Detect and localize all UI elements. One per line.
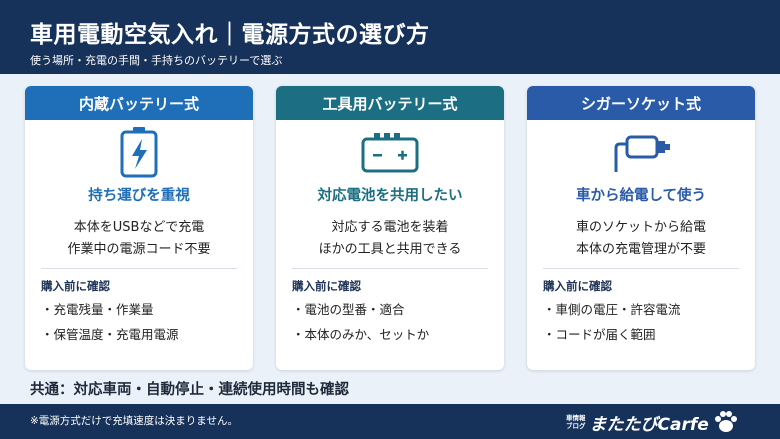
divider — [543, 268, 739, 269]
card-description: 本体をUSBなどで充電 作業中の電源コード不要 — [25, 217, 253, 261]
card-description: 対応する電池を装着 ほかの工具と共用できる — [276, 217, 504, 261]
page-title: 車用電動空気入れ｜電源方式の選び方 — [30, 22, 430, 48]
card-title: シガーソケット式 — [527, 86, 755, 120]
check-item: ・本体のみか、セットか — [292, 327, 430, 342]
logo-tagline-top: 車情報 — [566, 414, 586, 422]
check-item: ・保管温度・充電用電源 — [41, 327, 179, 342]
check-label: 購入前に確認 — [41, 279, 110, 293]
check-label: 購入前に確認 — [292, 279, 361, 293]
bottom-bar — [0, 404, 780, 439]
check-item: ・充電残量・作業量 — [41, 302, 154, 317]
check-item: ・車側の電圧・許容電流 — [543, 302, 681, 317]
check-label: 購入前に確認 — [543, 279, 612, 293]
logo-tagline: 車情報 ブログ — [566, 414, 586, 430]
card-title: 内蔵バッテリー式 — [25, 86, 253, 120]
desc-line: 本体の充電管理が不要 — [575, 242, 706, 257]
desc-line: 対応する電池を装着 — [331, 220, 449, 235]
divider — [41, 268, 237, 269]
check-item: ・電池の型番・適合 — [292, 302, 405, 317]
card-title: 工具用バッテリー式 — [276, 86, 504, 120]
logo-tagline-bottom: ブログ — [566, 422, 586, 430]
card-heading: 持ち運びを重視 — [88, 188, 190, 204]
card-builtin-battery: 内蔵バッテリー式 持ち運びを重視 本体をUSBなどで充電 作業中の電源コード不要… — [25, 86, 253, 370]
paw-icon — [714, 411, 737, 432]
card-heading: 対応電池を共用したい — [317, 188, 463, 204]
common-note: 共通：対応車両・自動停止・連続使用時間も確認 — [30, 382, 349, 398]
desc-line: 本体をUSBなどで充電 — [73, 220, 205, 235]
desc-line: 車のソケットから給電 — [575, 220, 706, 235]
site-logo: 車情報 ブログ またたびCarfe — [566, 408, 762, 436]
check-item: ・コードが届く範囲 — [543, 327, 656, 342]
header-banner: 車用電動空気入れ｜電源方式の選び方 使う場所・充電の手間・手持ちのバッテリーで選… — [0, 0, 780, 74]
card-description: 車のソケットから給電 本体の充電管理が不要 — [527, 217, 755, 261]
desc-line: ほかの工具と共用できる — [318, 242, 462, 257]
disclaimer: ※電源方式だけで充填速度は決まりません。 — [30, 415, 238, 427]
desc-line: 作業中の電源コード不要 — [67, 242, 211, 257]
cigarette-plug-icon — [527, 126, 755, 178]
page-subtitle: 使う場所・充電の手間・手持ちのバッテリーで選ぶ — [30, 54, 283, 67]
card-heading: 車から給電して使う — [575, 188, 707, 204]
card-cigarette-socket: シガーソケット式 車から給電して使う 車のソケットから給電 本体の充電管理が不要… — [527, 86, 755, 370]
logo-name: またたびCarfe — [589, 414, 709, 435]
battery-charge-icon — [25, 126, 253, 178]
card-tool-battery: 工具用バッテリー式 対応電池を共用したい 対応する電池を装着 ほかの工具と共用で… — [276, 86, 504, 370]
tool-battery-icon — [276, 126, 504, 178]
divider — [292, 268, 488, 269]
